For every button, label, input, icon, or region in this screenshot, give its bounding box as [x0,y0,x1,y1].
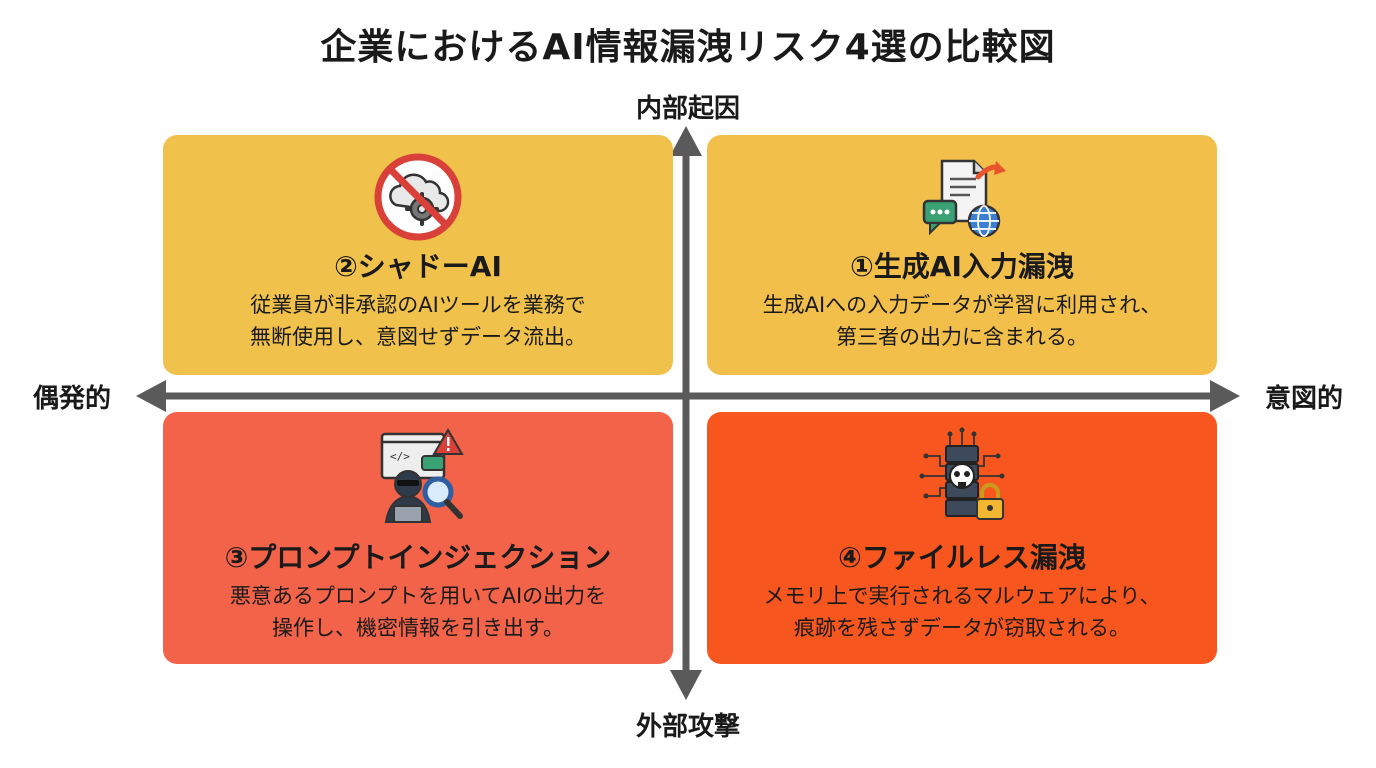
description-line: 生成AIへの入力データが学習に利用され、 [762,293,1162,317]
quadrant-description: 悪意あるプロンプトを用いてAIの出力を 操作し、機密情報を引き出す。 [173,580,663,644]
description-line: 痕跡を残さずデータが窃取される。 [794,616,1130,640]
document-chat-globe-icon [922,159,1006,238]
axis-label-top: 内部起因 [635,94,740,124]
quadrant-description: 生成AIへの入力データが学習に利用され、 第三者の出力に含まれる。 [717,289,1207,353]
arrow-right-icon [1210,380,1240,412]
description-line: 従業員が非承認のAIツールを業務で [250,293,586,317]
quadrant-description: 従業員が非承認のAIツールを業務で 無断使用し、意図せずデータ流出。 [173,289,663,353]
quadrant-title: ①生成AI入力漏洩 [850,250,1074,283]
page-title: 企業におけるAI情報漏洩リスク4選の比較図 [320,27,1056,68]
arrow-down-icon [670,670,702,700]
server-skull-lock-icon [919,427,1005,520]
quadrant-fileless-leak: ④ファイルレス漏洩 メモリ上で実行されるマルウェアにより、 痕跡を残さずデータが… [707,412,1217,664]
description-line: 操作し、機密情報を引き出す。 [272,616,564,640]
description-line: 無断使用し、意図せずデータ流出。 [250,325,586,349]
quadrant-genai-input-leak: ①生成AI入力漏洩 生成AIへの入力データが学習に利用され、 第三者の出力に含ま… [707,135,1217,375]
axis-label-right: 意図的 [1264,384,1343,414]
quadrant-title: ③プロンプトインジェクション [224,541,612,574]
prohibited-cloud-gear-icon [374,153,462,241]
description-line: 悪意あるプロンプトを用いてAIの出力を [229,584,607,608]
quadrant-description: メモリ上で実行されるマルウェアにより、 痕跡を残さずデータが窃取される。 [717,580,1207,644]
axis-label-left: 偶発的 [32,384,111,414]
description-line: 第三者の出力に含まれる。 [836,325,1088,349]
quadrant-prompt-injection: </> ③プロンプトインジェクション 悪意あるプロンプトを用いてAIの出力を 操… [163,412,673,664]
description-line: メモリ上で実行されるマルウェアにより、 [763,584,1161,608]
axis-label-bottom: 外部攻撃 [635,712,740,742]
hacker-magnifier-icon: </> [380,428,464,523]
arrow-up-icon [670,126,702,156]
quadrant-title: ②シャドーAI [334,250,502,283]
quadrant-shadow-ai: ②シャドーAI 従業員が非承認のAIツールを業務で 無断使用し、意図せずデータ流… [163,135,673,375]
arrow-left-icon [136,380,166,412]
quadrant-title: ④ファイルレス漏洩 [838,541,1086,574]
svg-text:</>: </> [390,450,410,463]
